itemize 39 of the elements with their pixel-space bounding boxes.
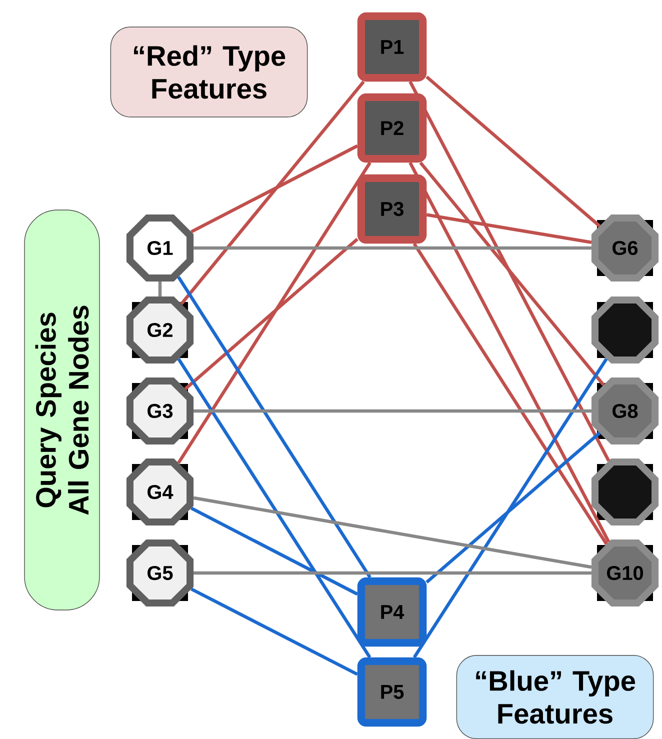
connector-line [426, 432, 601, 584]
gene-node: G3 [126, 377, 194, 445]
legend-box: “Blue” Type Features [456, 654, 654, 739]
connector-line [412, 358, 608, 658]
connector-line [190, 144, 358, 234]
connector-line [177, 162, 372, 464]
connector-line [177, 276, 372, 578]
connector-line [190, 506, 358, 596]
connector-line [194, 246, 592, 250]
legend-box: “Red” Type Features [110, 26, 308, 118]
feature-node: P4 [357, 577, 427, 647]
gene-node [591, 458, 659, 526]
connector-line [180, 80, 365, 305]
gene-node: G8 [591, 377, 659, 445]
connector-line [426, 76, 601, 228]
feature-node: P3 [357, 174, 427, 244]
gene-node: G10 [591, 539, 659, 607]
connector-line [184, 238, 358, 390]
gene-node: G2 [126, 296, 194, 364]
connector-line [190, 588, 358, 676]
connector-line [412, 242, 608, 545]
feature-node: P2 [357, 93, 427, 163]
group-label-box: Query Species All Gene Nodes [24, 210, 100, 610]
connector-line [193, 496, 592, 569]
connector-line [419, 162, 605, 386]
connector-line [177, 358, 372, 658]
gene-node: G6 [591, 214, 659, 282]
connector-line [426, 213, 592, 244]
connector-line [408, 80, 610, 462]
gene-node: G1 [126, 214, 194, 282]
connector-line [408, 162, 610, 543]
feature-node: P5 [357, 657, 427, 727]
gene-node: G5 [126, 539, 194, 607]
connector-line [158, 282, 162, 296]
connector-line [194, 409, 592, 413]
gene-node [591, 296, 659, 364]
gene-node: G4 [126, 458, 194, 526]
connector-line [194, 571, 592, 575]
feature-node: P1 [357, 12, 427, 82]
